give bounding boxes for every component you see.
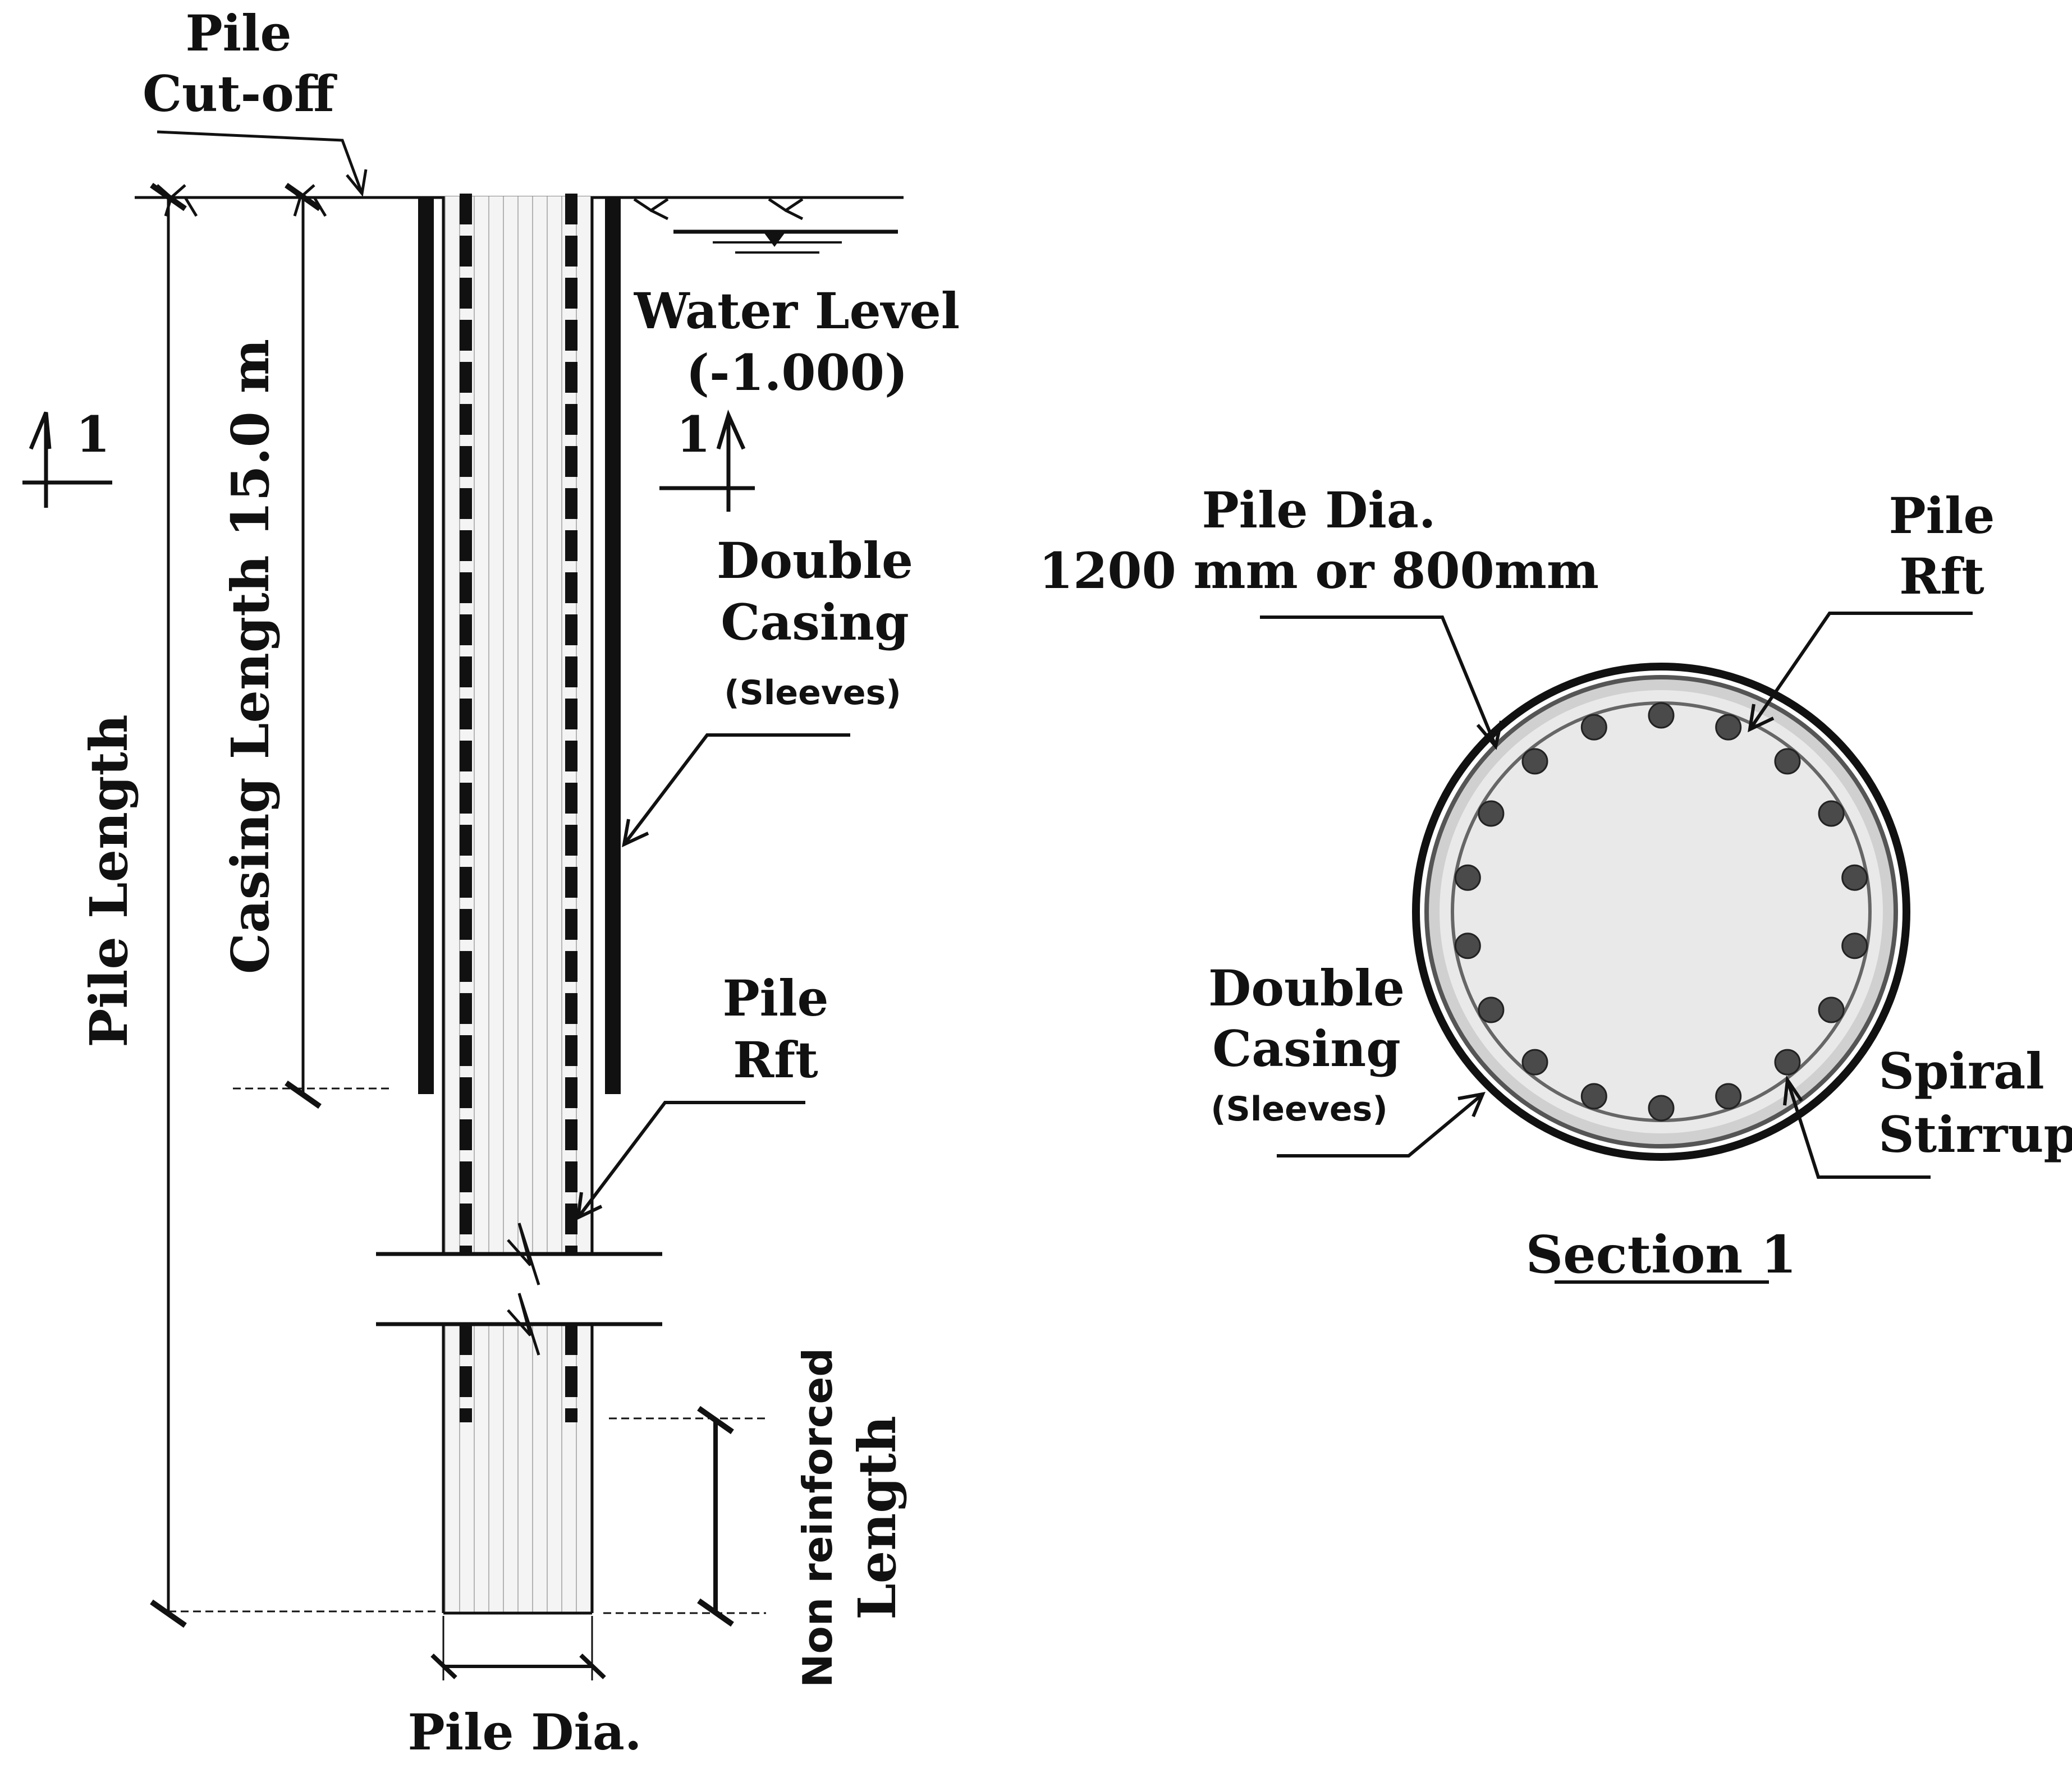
pile-rft-leader xyxy=(576,1101,805,1221)
rebar-bar xyxy=(1841,864,1868,891)
rebar-bar xyxy=(1478,996,1505,1023)
rebar-bar xyxy=(1580,714,1607,741)
water-level-value: (-1.000) xyxy=(686,343,907,402)
rebar-bar xyxy=(1648,1095,1675,1122)
section-mark-right-label: 1 xyxy=(676,405,710,463)
pile-elevation: Water Level (-1.000) Pile Cut-off 1 1 xyxy=(22,4,960,1761)
rebar-bar xyxy=(1454,864,1481,891)
section-mark-left xyxy=(22,411,112,508)
pile-cutoff-label-line1: Pile xyxy=(185,4,291,62)
pile-length-label: Pile Length xyxy=(79,714,139,1047)
water-level-label: Water Level xyxy=(634,282,960,340)
rebar-bar xyxy=(1715,1083,1742,1110)
rebar-bar xyxy=(1478,800,1505,827)
section-double-casing-line1: Double xyxy=(1208,959,1405,1017)
rebar-bar xyxy=(1818,800,1845,827)
rebar-bar xyxy=(1648,702,1675,729)
rebar-group xyxy=(1454,702,1868,1122)
rebar-bar xyxy=(1841,933,1868,959)
rebar-bar xyxy=(1580,1083,1607,1110)
spiral-stirrup-line1: Spiral xyxy=(1878,1042,2044,1100)
non-reinforced-label-line2: Length xyxy=(847,1416,907,1620)
section-pile-rft-line1: Pile xyxy=(1888,486,1995,545)
section-pile-dia-line1: Pile Dia. xyxy=(1202,481,1436,539)
section-double-casing-line2: Casing xyxy=(1212,1019,1401,1078)
section-title: Section 1 xyxy=(1526,1224,1797,1285)
section-1: Pile Dia. 1200 mm or 800mm Pile Rft Doub… xyxy=(1039,481,2072,1285)
casing-right xyxy=(605,196,621,1094)
non-reinforced-label-line1: Non reinforced xyxy=(794,1348,841,1688)
break-lines xyxy=(376,1223,662,1356)
pile-cutoff-label-line2: Cut-off xyxy=(143,65,337,123)
rebar-bar xyxy=(1715,714,1742,741)
double-casing-leader xyxy=(622,733,850,848)
non-reinforced-dimension xyxy=(603,1405,766,1627)
section-mark-left-label: 1 xyxy=(76,405,110,463)
pile-cutoff-leader xyxy=(157,130,368,197)
pile-length-dimension xyxy=(150,182,438,1628)
rebar-bar xyxy=(1818,996,1845,1023)
pile-rft-label-line1: Pile xyxy=(722,969,828,1027)
section-sleeves-label: (Sleeves) xyxy=(1211,1090,1388,1129)
casing-length-label: Casing Length 15.0 m xyxy=(220,339,281,974)
section-pile-rft-leader xyxy=(1748,612,1973,733)
spiral-stirrup-line2: Stirrup xyxy=(1878,1105,2072,1164)
section-double-casing-leader xyxy=(1277,1092,1486,1157)
section-pile-rft-line2: Rft xyxy=(1899,547,1984,605)
casing-left xyxy=(418,196,434,1094)
pile-rft-label-line2: Rft xyxy=(733,1031,818,1089)
double-casing-label-line2: Casing xyxy=(721,593,909,651)
rebar-bar xyxy=(1454,933,1481,959)
casing-length-dimension xyxy=(233,182,393,1109)
section-mark-right xyxy=(659,410,755,512)
water-level-symbol xyxy=(673,229,898,254)
pile-dia-dimension xyxy=(430,1616,606,1680)
pile-outline xyxy=(442,196,594,1615)
section-pile-dia-line2: 1200 mm or 800mm xyxy=(1039,541,1599,600)
spiral-stirrup-leader xyxy=(1783,1075,1931,1179)
pile-dia-label: Pile Dia. xyxy=(407,1703,641,1761)
rebar-bar xyxy=(1774,1049,1801,1076)
pile-rft-bars xyxy=(460,194,577,1422)
rebar-bar xyxy=(1521,748,1548,775)
rebar-bar xyxy=(1774,748,1801,775)
concrete-core xyxy=(1440,690,1883,1133)
rebar-bar xyxy=(1521,1049,1548,1076)
section-pile-dia-leader xyxy=(1260,616,1503,750)
double-casing-label-line1: Double xyxy=(717,531,913,590)
sleeves-label: (Sleeves) xyxy=(724,673,901,713)
